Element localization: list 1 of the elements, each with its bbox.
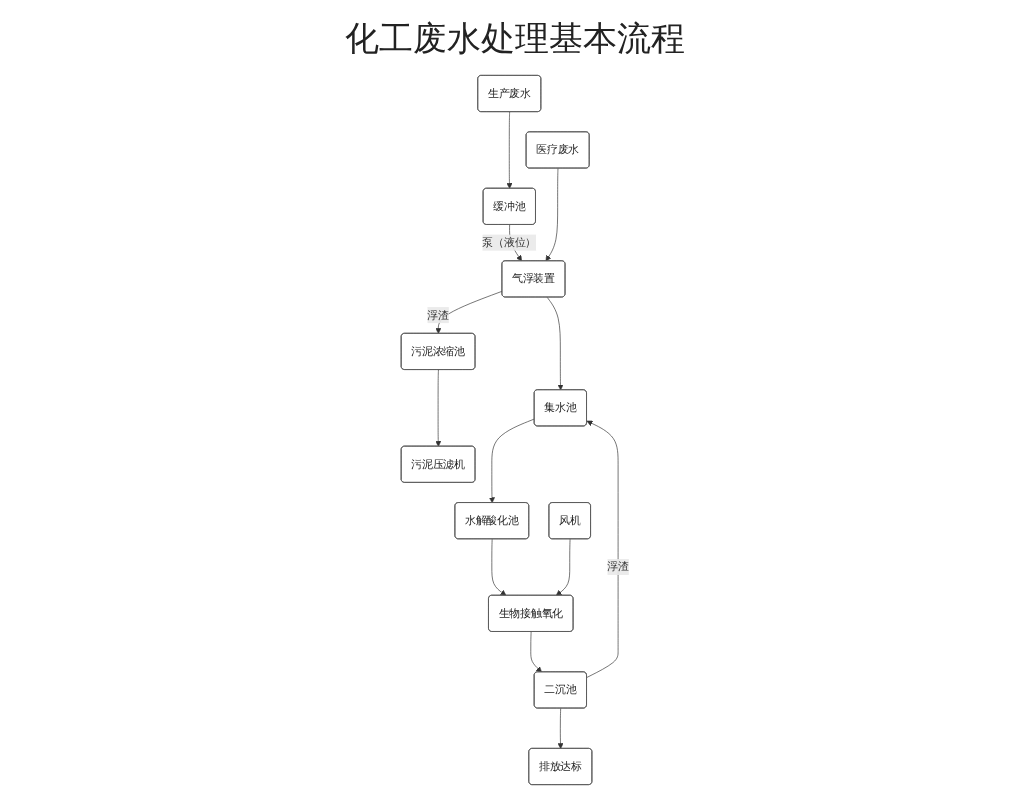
diagram-title: 化工废水处理基本流程 [343, 18, 687, 62]
